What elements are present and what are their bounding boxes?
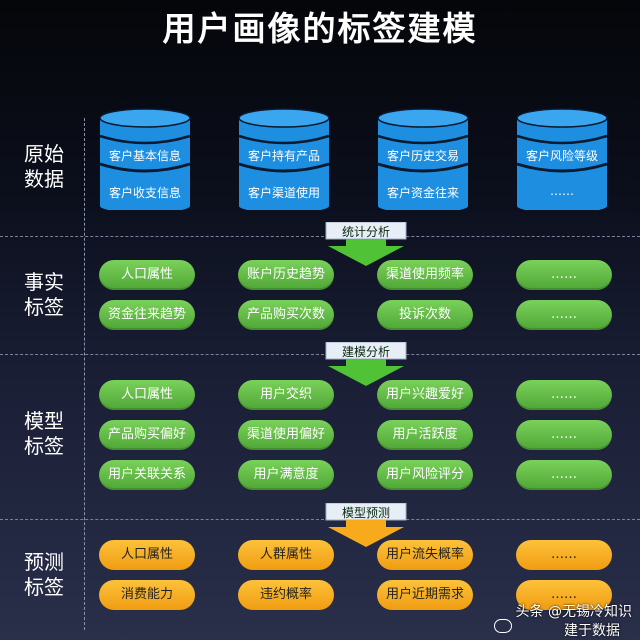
model-tag: 用户风险评分 (377, 460, 473, 490)
row-label-fact-text: 事实标签 (24, 270, 64, 319)
model-tag: 用户交织 (238, 380, 334, 410)
database-label-top: 客户风险等级 (525, 149, 598, 163)
database-label-bottom: 客户渠道使用 (247, 186, 320, 200)
model-tag: 用户关联关系 (99, 460, 195, 490)
model-tag: 人口属性 (99, 380, 195, 410)
model-tag: 产品购买偏好 (99, 420, 195, 450)
database-icon (377, 108, 469, 210)
row-label-predict: 预测标签 (14, 550, 74, 600)
predict-tag: 人群属性 (238, 540, 334, 570)
database-label-top: 客户基本信息 (108, 149, 181, 163)
watermark-line1: 头条 @无锡冷知识 (515, 604, 632, 620)
page-title: 用户画像的标签建模 (162, 9, 478, 48)
arrow-stat-label: 统计分析 (341, 225, 390, 239)
arrow-predict-label: 模型预测 (341, 506, 390, 520)
database-icon (238, 108, 330, 210)
predict-tag: 用户近期需求 (377, 580, 473, 610)
predict-tag: 消费能力 (99, 580, 195, 610)
model-tag: 用户满意度 (238, 460, 334, 490)
database-label-top: 客户持有产品 (247, 149, 320, 163)
wechat-icon (494, 619, 512, 633)
database-icon (516, 108, 608, 210)
arrow-stat: 统计分析 (318, 221, 414, 266)
fact-tag: 人口属性 (99, 260, 195, 290)
arrow-predict-shape (325, 502, 407, 547)
model-tag: …… (516, 420, 612, 450)
predict-tag: 违约概率 (238, 580, 334, 610)
row-label-model: 模型标签 (14, 409, 74, 459)
database-label-top: 客户历史交易 (386, 149, 459, 163)
divider-fact-model (0, 354, 640, 355)
model-tag: 渠道使用偏好 (238, 420, 334, 450)
predict-tag: 人口属性 (99, 540, 195, 570)
arrow-model: 建模分析 (318, 341, 414, 386)
database-cylinder-1: 客户基本信息客户收支信息 (99, 106, 191, 210)
model-tag: 用户活跃度 (377, 420, 473, 450)
divider-model-predict (0, 519, 640, 520)
fact-tag: 产品购买次数 (238, 300, 334, 330)
fact-tag: 投诉次数 (377, 300, 473, 330)
watermark-line2: 建于数据 (564, 623, 620, 639)
row-label-raw-text: 原始数据 (24, 142, 64, 191)
database-label-bottom: 客户收支信息 (108, 186, 181, 200)
model-tag: …… (516, 380, 612, 410)
fact-tag: 账户历史趋势 (238, 260, 334, 290)
fact-tag: …… (516, 260, 612, 290)
predict-tag: 用户流失概率 (377, 540, 473, 570)
arrow-model-label: 建模分析 (341, 345, 390, 359)
database-label-bottom: 客户资金往来 (386, 186, 459, 200)
database-cylinder-4: 客户风险等级 …… (516, 106, 608, 210)
arrow-predict: 模型预测 (318, 502, 414, 547)
arrow-model-shape (325, 341, 407, 386)
divider-raw-fact (0, 236, 640, 237)
arrow-stat-shape (325, 221, 407, 266)
database-label-bottom: …… (550, 184, 574, 198)
fact-tag: …… (516, 300, 612, 330)
model-tag: …… (516, 460, 612, 490)
predict-tag: …… (516, 580, 612, 610)
database-cylinder-3: 客户历史交易客户资金往来 (377, 106, 469, 210)
row-label-predict-text: 预测标签 (24, 550, 64, 599)
fact-tag: 资金往来趋势 (99, 300, 195, 330)
predict-tag: …… (516, 540, 612, 570)
row-label-fact: 事实标签 (14, 270, 74, 320)
row-label-model-text: 模型标签 (24, 409, 64, 458)
row-label-raw: 原始数据 (14, 142, 74, 192)
database-icon (99, 108, 191, 210)
model-tag: 用户兴趣爱好 (377, 380, 473, 410)
fact-tag: 渠道使用频率 (377, 260, 473, 290)
left-divider (84, 118, 85, 630)
database-cylinder-2: 客户持有产品客户渠道使用 (238, 106, 330, 210)
